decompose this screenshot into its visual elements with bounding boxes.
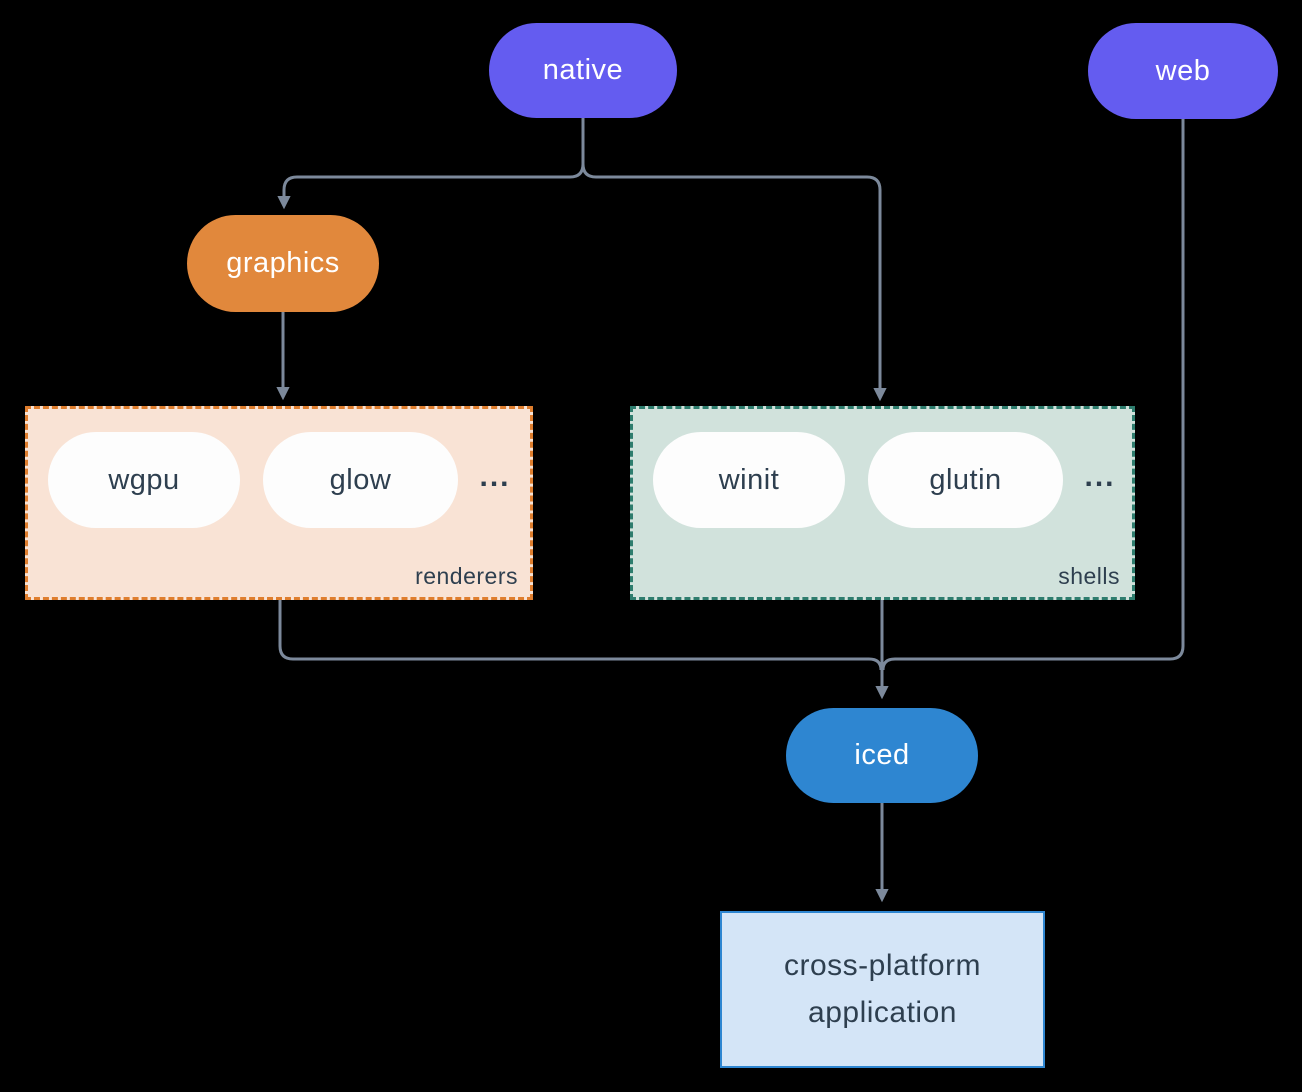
node-web: web — [1088, 23, 1278, 119]
app-label-line2: application — [808, 995, 957, 1029]
node-glutin: glutin — [868, 432, 1063, 528]
node-iced-label: iced — [854, 739, 910, 771]
edge-renderers-to-iced — [278, 600, 883, 671]
node-cross-platform-application: cross-platform application — [720, 911, 1045, 1068]
shells-ellipsis: ... — [1084, 460, 1116, 493]
node-wgpu: wgpu — [48, 432, 240, 528]
node-winit-label: winit — [718, 463, 780, 496]
node-web-label: web — [1155, 54, 1211, 87]
edge-native-to-graphics — [277, 118, 585, 210]
group-shells-label: shells — [1058, 563, 1120, 589]
edge-native-to-shells — [581, 118, 887, 402]
node-glow: glow — [263, 432, 458, 528]
node-native-label: native — [542, 54, 624, 86]
node-graphics: graphics — [187, 215, 379, 312]
node-iced: iced — [786, 708, 978, 803]
group-renderers: wgpu glow ... renderers — [25, 406, 533, 600]
node-winit: winit — [653, 432, 845, 528]
renderers-ellipsis: ... — [479, 460, 511, 493]
node-native: native — [489, 23, 677, 118]
group-renderers-label: renderers — [415, 563, 518, 589]
node-wgpu-label: wgpu — [108, 463, 180, 496]
node-glutin-label: glutin — [929, 463, 1002, 496]
node-graphics-label: graphics — [226, 247, 340, 279]
node-glow-label: glow — [329, 463, 392, 496]
group-shells: winit glutin ... shells — [630, 406, 1135, 600]
edge-web-to-iced — [881, 119, 1185, 671]
app-label-line1: cross-platform — [783, 949, 982, 982]
